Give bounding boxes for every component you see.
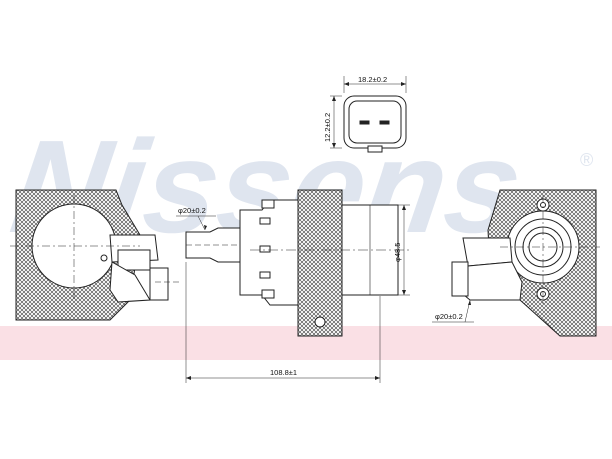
inlet-diameter-leader [176,215,216,231]
right-end-view [451,189,600,337]
connector-height-label: 12.2±0.2 [323,113,332,142]
body-diameter-dimension [398,204,410,296]
overall-length-label: 108.8±1 [270,368,297,377]
electrical-connector-view [330,76,407,153]
registered-mark: ® [580,150,593,170]
outlet-diameter-leader [432,299,474,323]
connector-width-label: 18.2±0.2 [358,75,387,84]
body-diameter-label: φ48.5 [393,243,402,262]
outlet-diameter-label: φ20±0.2 [435,312,463,321]
inlet-diameter-label: φ20±0.2 [178,206,206,215]
left-bracket-view [10,189,180,321]
side-view-pump [185,189,410,337]
overall-length-dimension [185,262,381,383]
